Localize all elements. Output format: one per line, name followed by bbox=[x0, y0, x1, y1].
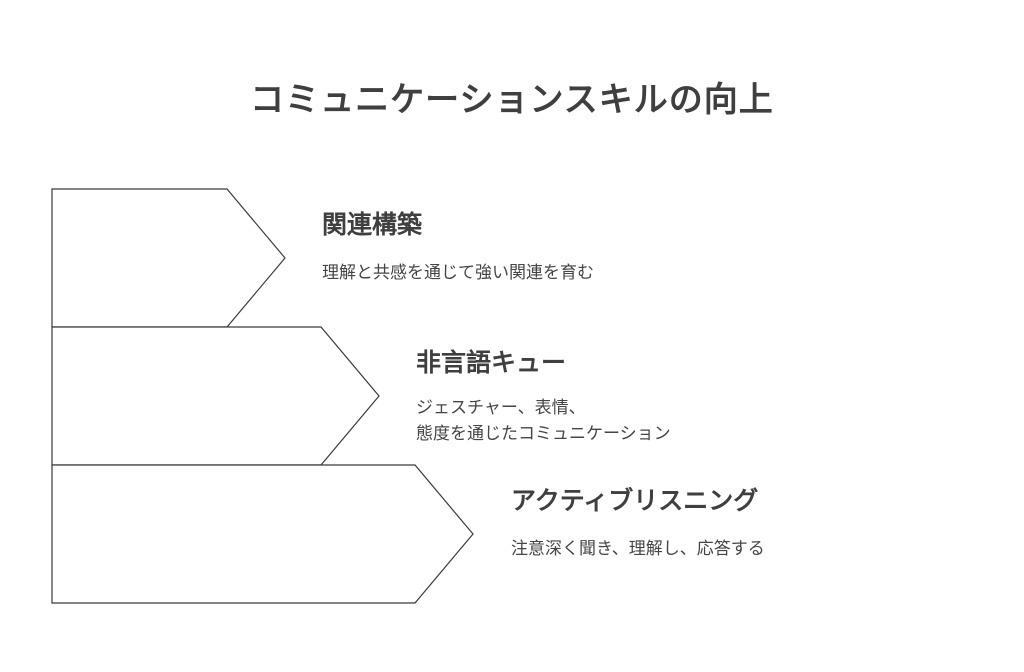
level-3-description-line: 注意深く聞き、理解し、応答する bbox=[511, 539, 765, 559]
level-2-description-line: ジェスチャー、表情、 bbox=[416, 398, 586, 418]
level-1-description-line: 理解と共感を通じて強い関連を育む bbox=[322, 263, 594, 283]
level-3-description: 注意深く聞き、理解し、応答する bbox=[511, 536, 765, 562]
level-1-heading: 関連構築 bbox=[322, 210, 423, 239]
arrow-shape-level-1 bbox=[51, 188, 286, 328]
arrow-shape-level-3 bbox=[51, 464, 474, 604]
level-2-heading: 非言語キュー bbox=[416, 348, 567, 377]
level-2-description-line: 態度を通じたコミュニケーション bbox=[416, 424, 671, 444]
level-3-heading: アクティブリスニング bbox=[511, 486, 759, 515]
level-2-description: ジェスチャー、表情、 態度を通じたコミュニケーション bbox=[416, 395, 671, 447]
arrow-shape-level-2 bbox=[51, 326, 380, 466]
level-1-description: 理解と共感を通じて強い関連を育む bbox=[322, 260, 594, 286]
page-title: コミュニケーションスキルの向上 bbox=[250, 80, 774, 120]
